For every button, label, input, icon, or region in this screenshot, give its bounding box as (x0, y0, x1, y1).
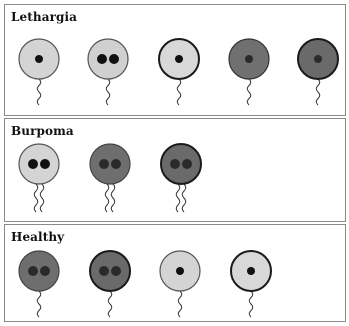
healthy-panel: Healthy (4, 224, 346, 322)
cell-nucleus (109, 54, 119, 64)
cell-nucleus (314, 55, 322, 63)
cell-nucleus (99, 266, 109, 276)
cell (88, 39, 128, 105)
burpoma-panel: Burpoma (4, 118, 346, 222)
cell-tail (316, 79, 319, 105)
cell-tail (37, 79, 40, 105)
cell-tail (249, 291, 252, 317)
cell-row (5, 225, 347, 323)
cell-tail (40, 184, 43, 212)
cell-tail (177, 79, 180, 105)
cell-nucleus (170, 159, 180, 169)
cell-body (90, 251, 130, 291)
cell-nucleus (176, 267, 184, 275)
cell-body (88, 39, 128, 79)
cell-nucleus (40, 159, 50, 169)
cell-row (5, 5, 347, 117)
cell (160, 251, 200, 317)
cell-nucleus (111, 266, 121, 276)
cell (229, 39, 269, 105)
cell-nucleus (182, 159, 192, 169)
cell-tail (247, 79, 250, 105)
cell-tail (111, 184, 114, 212)
cell-tail (108, 291, 111, 317)
cell-tail (178, 291, 181, 317)
cell-tail (34, 184, 37, 212)
cell-nucleus (111, 159, 121, 169)
cell-nucleus (175, 55, 183, 63)
cell (19, 144, 59, 212)
cell-nucleus (247, 267, 255, 275)
cell-nucleus (28, 159, 38, 169)
cell-row (5, 119, 347, 223)
cell-tail (176, 184, 179, 212)
cell (90, 251, 130, 317)
cell (19, 251, 59, 317)
cell (298, 39, 338, 105)
cell (90, 144, 130, 212)
cell-tail (37, 291, 40, 317)
cell-tail (182, 184, 185, 212)
cell-body (19, 144, 59, 184)
cell-tail (106, 79, 109, 105)
cell (231, 251, 271, 317)
cell-body (19, 251, 59, 291)
cell-nucleus (28, 266, 38, 276)
cell-body (161, 144, 201, 184)
cell (159, 39, 199, 105)
cell-nucleus (97, 54, 107, 64)
cell-nucleus (245, 55, 253, 63)
cell-body (90, 144, 130, 184)
cell-tail (105, 184, 108, 212)
cell (19, 39, 59, 105)
cell (161, 144, 201, 212)
cell-nucleus (35, 55, 43, 63)
lethargia-panel: Lethargia (4, 4, 346, 116)
cell-nucleus (99, 159, 109, 169)
cell-nucleus (40, 266, 50, 276)
